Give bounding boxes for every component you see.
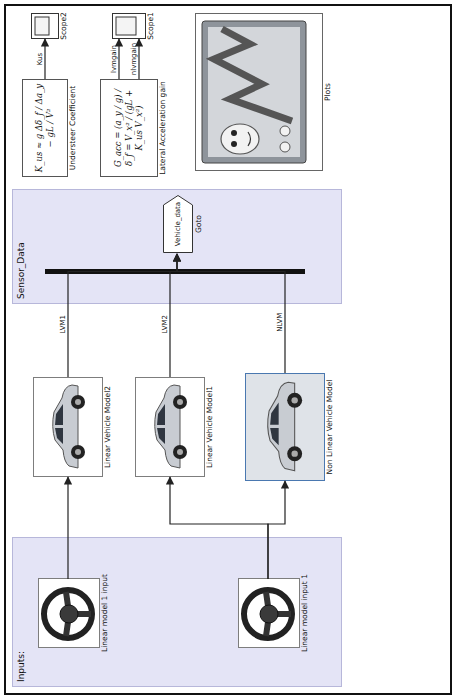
block-text: Vehicle_data: [174, 195, 182, 253]
signal-label: LVM2: [161, 315, 169, 333]
block-caption: Plots: [324, 0, 333, 200]
block-text: G_acc = (a_y / g) / δ_f = V_x² / (gL + K…: [113, 82, 145, 174]
block-caption: Understeer Coefficient: [69, 50, 78, 206]
cartoon-knob: [280, 126, 290, 136]
signal-line: [67, 477, 68, 579]
signal-line: [170, 477, 268, 579]
plot-zigzag: [214, 29, 292, 121]
block-caption: Linear Vehicle Model1: [206, 348, 215, 506]
scope-screen: [35, 17, 49, 35]
signal-line: [138, 39, 139, 79]
signal-label: NLVM: [276, 313, 284, 332]
block-caption: Non Linear Vehicle Model: [326, 344, 335, 510]
signal-label: LVM1: [59, 315, 67, 333]
signal-line: [118, 39, 119, 79]
plots-block: Plots: [195, 13, 323, 171]
vehicle-model-block: Non Linear Vehicle Model: [245, 373, 325, 481]
block-caption: Linear model 1 input: [101, 549, 110, 677]
block-caption: Lateral Acceleration gain: [159, 50, 168, 206]
input-group: Inputs:Linear model 1 inputLinear model …: [12, 537, 342, 687]
outer-frame: [5, 5, 451, 694]
formula-block: G_acc = (a_y / g) / δ_f = V_x² / (gL + K…: [100, 79, 158, 177]
showroom-backdrop: [246, 374, 324, 480]
cartoon-eye: [231, 130, 237, 136]
signal-label: Kus: [36, 53, 44, 65]
car-picture: [155, 385, 187, 468]
scope-block: Scope1: [112, 13, 146, 39]
signal-line: [170, 254, 177, 377]
cartoon-head: [221, 124, 259, 154]
steering-wheel: [44, 590, 92, 638]
goto-block: Vehicle_dataGoto: [163, 195, 193, 253]
scope-block: Scope2: [31, 13, 59, 39]
goto-shape: [164, 196, 193, 253]
signal-line: [44, 39, 45, 79]
cartoon-mouth: [248, 132, 251, 146]
formula-block: K_us ≈ g Δδ_f / Δa_y − gL / V²Understeer…: [22, 79, 68, 177]
signal-label: nlvmgain: [130, 43, 138, 75]
sensor-group: Sensor_Data Vehicle_dataGoto: [12, 189, 342, 304]
cartoon-eye: [231, 141, 237, 147]
group-label: Sensor_Data: [16, 242, 26, 299]
cartoon-knob: [280, 142, 290, 152]
signal-line: [177, 254, 285, 373]
signal-label: lvmgain: [110, 45, 118, 73]
vehicle-model-block: Linear Vehicle Model1: [135, 377, 205, 477]
steering-input-block: Linear model 1 input: [38, 578, 100, 648]
scope-screen: [116, 17, 136, 35]
block-caption: Linear Vehicle Model2: [104, 348, 113, 506]
signal-line: [268, 481, 285, 579]
plot-area: [208, 27, 300, 157]
block-caption: Goto: [195, 165, 204, 283]
signal-line: [68, 254, 177, 377]
car-picture: [53, 385, 85, 468]
block-caption: Linear model input 1: [301, 549, 310, 677]
bus-bar: [45, 269, 305, 274]
steering-wheel: [244, 590, 292, 638]
vehicle-model-block: Linear Vehicle Model2: [33, 377, 103, 477]
block-caption: Scope2: [60, 0, 69, 68]
plot-screen: [202, 21, 306, 163]
block-text: K_us ≈ g Δδ_f / Δa_y − gL / V²: [34, 82, 55, 174]
block-caption: Scope1: [147, 0, 156, 68]
car-picture: [268, 382, 302, 471]
steering-input-block: Linear model input 1: [238, 578, 300, 648]
group-label: Inputs:: [16, 651, 26, 682]
